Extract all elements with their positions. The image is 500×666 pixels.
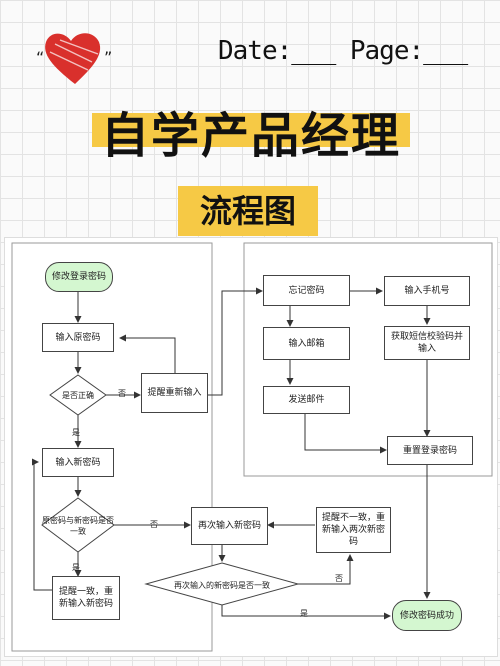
input-email-box: 输入邮箱 [263, 327, 350, 360]
success-node: 修改密码成功 [392, 600, 462, 631]
remind-same-box: 提醒一致，重新输入新密码 [52, 576, 120, 620]
page-subtitle: 流程图 [199, 192, 296, 230]
quote-right: ” [104, 48, 113, 67]
left-frame [11, 242, 213, 652]
remind-mismatch-box: 提醒不一致，重新输入两次新密码 [316, 507, 391, 553]
right-frame [243, 242, 493, 477]
is-correct-label: 是否正确 [62, 390, 94, 400]
input-old-password-box: 输入原密码 [42, 323, 114, 352]
forgot-password-box: 忘记密码 [263, 275, 350, 306]
reset-login-box: 重置登录密码 [387, 436, 473, 465]
start-node: 修改登录密码 [45, 262, 113, 292]
twice-check-label: 再次输入的新密码是否一致 [174, 580, 270, 590]
input-phone-box: 输入手机号 [384, 276, 470, 306]
title-highlight [92, 113, 410, 147]
same-check-label: 原密码与新密码是否一致 [42, 516, 114, 536]
get-sms-code-box: 获取短信校验码并输入 [384, 326, 470, 360]
send-mail-box: 发送邮件 [263, 386, 350, 414]
no-label: 否 [150, 520, 158, 529]
no-label: 否 [335, 574, 343, 583]
yes-label: 是 [72, 563, 80, 572]
input-new-password-box: 输入新密码 [42, 448, 114, 477]
no-label: 否 [118, 389, 126, 398]
page-title: 自学产品经理 [100, 108, 401, 164]
yes-label: 是 [300, 609, 308, 618]
quote-left: “ [36, 48, 45, 67]
remind-retry-box: 提醒重新输入 [141, 373, 208, 413]
date-page-line: Date:___ Page:___ [218, 36, 468, 66]
input-twice-box: 再次输入新密码 [191, 507, 268, 545]
subtitle-highlight [178, 186, 318, 236]
yes-label: 是 [72, 428, 80, 437]
